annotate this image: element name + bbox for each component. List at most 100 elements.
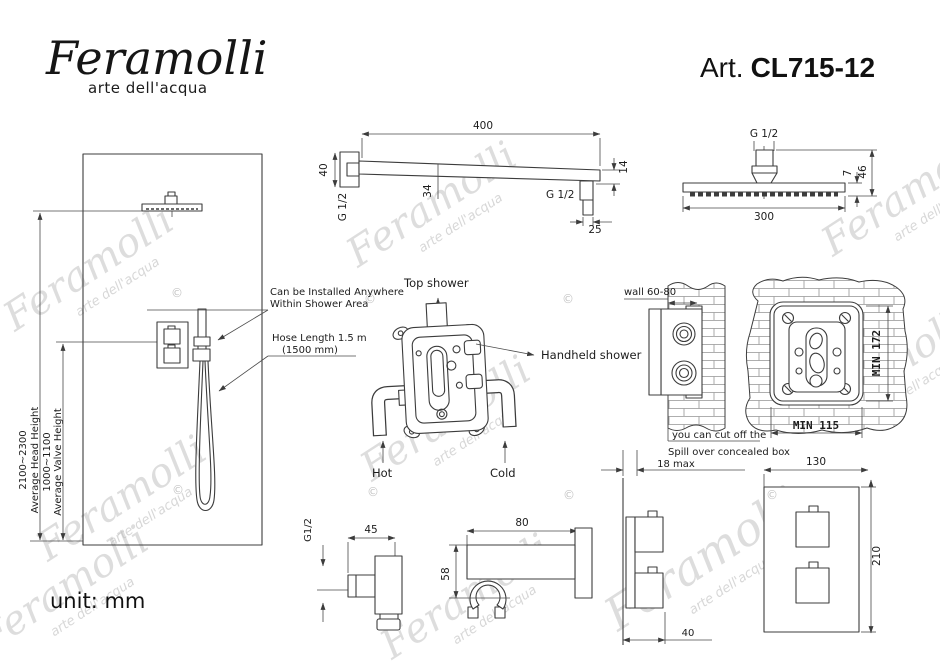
arm-thread-wall: G 1/2 <box>337 193 349 221</box>
holder-clip <box>467 580 507 619</box>
dim-head-lip: 7 <box>842 170 862 207</box>
trim-inner <box>773 305 860 402</box>
dim-valve-height: 1000~1100 Average Valve Height <box>42 341 157 541</box>
wall-thickness-label: wall 60-80 <box>624 287 676 298</box>
elev-head-plate <box>141 203 203 212</box>
unit-label: unit: mm <box>50 589 145 613</box>
copyright-mark: © <box>367 485 379 499</box>
min-height-value: MIN 172 <box>870 330 883 376</box>
dim-head-width: 300 <box>682 196 846 223</box>
arm-flange-detail <box>346 162 360 177</box>
trim-front-knob-tick <box>808 561 819 569</box>
copyright-mark: © <box>562 292 574 306</box>
header: Feramolli arte dell'acqua Art.CL715-12 <box>45 31 875 97</box>
cartridge-core <box>430 349 446 397</box>
arm-end-width-value: 25 <box>588 224 601 236</box>
trim-side-knob-tick <box>647 566 658 574</box>
article-number: Art.CL715-12 <box>700 52 875 83</box>
head-collar <box>751 165 778 174</box>
holder-height-value: 58 <box>440 567 452 580</box>
handheld-shower-label: Handheld shower <box>541 348 642 362</box>
dim-trim-protrusion: 40 <box>622 612 712 644</box>
box-side-plate <box>648 308 662 396</box>
cut-note-line1: you can cut off the <box>672 430 766 441</box>
wall-section-front: MIN 172 MIN 115 <box>745 276 908 438</box>
install-note-line1: Can be Installed Anywhere <box>270 287 404 298</box>
copyright-mark: © <box>172 483 184 497</box>
elev-head-connector <box>164 195 178 205</box>
wall-section-side: wall 60-80 you can cut off the Spill ove… <box>601 282 790 476</box>
trim-screw <box>838 311 852 325</box>
elev-hose-outer <box>195 360 216 512</box>
outlet-neck <box>379 613 399 620</box>
watermark: Feramolli arte dell'acqua <box>813 122 940 266</box>
arm-drop-block <box>579 180 594 201</box>
valve-box-diagram: Top shower Handheld shower Hot <box>371 276 642 480</box>
dim-arm-flange: 40 <box>318 152 338 188</box>
trim-width-value: 130 <box>806 456 826 468</box>
article-prefix: Art. <box>700 52 744 83</box>
arm-thread-end: G 1/2 <box>546 189 574 201</box>
brand-logo: Feramolli <box>45 31 268 85</box>
trim-front-handle <box>795 567 830 604</box>
holder-bar <box>466 544 576 580</box>
elevation-diagram: 2100~2300 Average Head Height 1000~1100 … <box>18 153 404 546</box>
dim-arm-tip: 14 <box>596 158 630 196</box>
hot-label: Hot <box>372 466 393 480</box>
outlet-width-value: 45 <box>364 524 377 536</box>
brand-tagline: arte dell'acqua <box>88 79 208 97</box>
hose-note-line2: (1500 mm) <box>282 345 338 356</box>
dim-head-height: 2100~2300 Average Head Height <box>18 210 142 542</box>
box-side-knob <box>671 360 697 386</box>
cut-note-line2: Spill over concealed box <box>668 447 790 458</box>
arm-flange-value: 40 <box>318 163 330 176</box>
head-depth-value: 46 <box>857 165 869 179</box>
head-range-label: Average Head Height <box>30 407 41 514</box>
copyright-mark: © <box>766 488 778 502</box>
head-lip-value: 7 <box>842 170 854 177</box>
trim-front-diagram: 130 © 210 <box>763 456 883 634</box>
elev-valve-knob <box>163 347 181 364</box>
valve-box-port <box>465 373 483 390</box>
trim-side-knob-tick <box>647 510 658 518</box>
head-thread: G 1/2 <box>750 128 778 140</box>
holder-diagram: 80 58 <box>440 517 593 619</box>
dim-holder-width: 80 <box>466 517 578 546</box>
dim-trim-height: 210 <box>861 479 883 634</box>
dim-outlet-width: 45 <box>347 524 396 573</box>
trim-screw <box>781 311 795 325</box>
head-width-value: 300 <box>754 211 774 223</box>
trim-height-value: 210 <box>871 546 883 566</box>
dim-arm-height: 34 <box>422 164 439 199</box>
dim-arm-length: 400 <box>361 120 601 166</box>
outlet-body <box>374 555 403 615</box>
copyright-mark: © <box>563 488 575 502</box>
top-shower-label: Top shower <box>403 276 469 290</box>
article-code: CL715-12 <box>751 52 876 83</box>
trim-side-diagram: 40 <box>622 478 712 645</box>
arm-bar <box>358 160 601 182</box>
trim-side-handle <box>634 516 664 553</box>
outlet-diagram: G1/2 45 <box>303 518 403 631</box>
elev-handshower-outlet <box>192 348 211 362</box>
shower-wall <box>82 153 263 546</box>
box-side-knob <box>672 322 696 346</box>
arm-drop-nozzle <box>582 199 594 216</box>
elev-handshower-holder <box>193 336 211 347</box>
valve-range-value: 1000~1100 <box>42 432 53 491</box>
dim-min-height: MIN 172 <box>866 305 893 402</box>
arm-height-value: 34 <box>422 184 434 198</box>
dim-head-depth: 46 <box>776 149 877 197</box>
shower-head-diagram: G 1/2 46 7 300 <box>682 128 877 223</box>
handheld-leader <box>475 343 535 357</box>
hose-note-line1: Hose Length 1.5 m <box>272 333 367 344</box>
copyright-mark: © <box>171 286 183 300</box>
holder-width-value: 80 <box>515 517 528 529</box>
note-install: Can be Installed Anywhere Within Shower … <box>147 287 404 341</box>
trim-front-knob-tick <box>808 505 819 513</box>
elev-valve-knob <box>163 328 181 345</box>
head-plate <box>682 182 846 193</box>
head-range-value: 2100~2300 <box>18 430 29 489</box>
